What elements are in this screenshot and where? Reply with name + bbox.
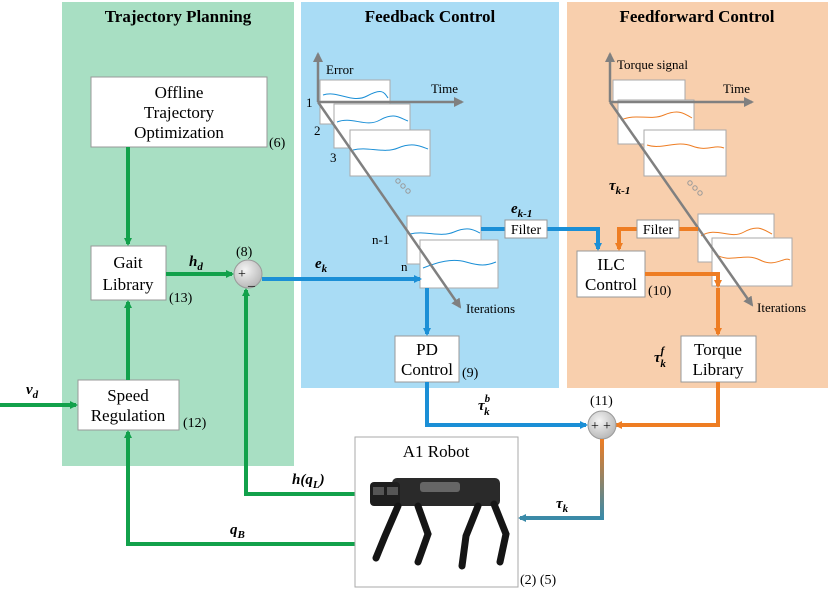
torque-iterations-label: Iterations [757, 300, 806, 315]
arrow-torque-lib-to-sum [614, 382, 720, 429]
offline-line-1: Offline [155, 83, 204, 102]
robot-dog-image [370, 478, 510, 570]
sum11-plus-1: + [591, 419, 599, 434]
pd-control-box [394, 335, 460, 383]
a1-robot-box [354, 436, 519, 588]
arrow-hqL-feedback [242, 288, 355, 496]
error-index-3: 3 [330, 150, 337, 165]
sum11-plus-2: + [603, 419, 611, 434]
pd-line-1: PD [416, 340, 438, 359]
arrow-qB-feedback [124, 430, 355, 546]
panel-title-feedback: Feedback Control [365, 7, 496, 26]
gait-line-2: Library [103, 275, 154, 294]
label-e-k-1: ek-1 [511, 201, 532, 220]
label-tau-k-1: τk-1 [609, 178, 630, 197]
label-tau-k: τk [556, 496, 569, 515]
gait-ref: (13) [169, 291, 193, 306]
error-index-2: 2 [314, 123, 321, 138]
label-h-d: hd [189, 254, 203, 273]
torque-lib-line-2: Library [693, 360, 744, 379]
arrow-ilc-to-stack [645, 272, 722, 288]
feedforward-control-panel [567, 2, 828, 388]
filter-feedforward-label: Filter [643, 223, 674, 238]
offline-trajectory-optimization-box [90, 76, 268, 148]
pd-ref: (9) [462, 366, 479, 381]
ilc-ref: (10) [648, 284, 672, 299]
error-index-n: n [401, 259, 408, 274]
offline-line-2: Trajectory [144, 103, 215, 122]
panel-title-feedforward: Feedforward Control [619, 7, 774, 26]
speed-regulation-box [77, 379, 180, 431]
feedback-control-panel [301, 2, 559, 388]
sum-junction-8 [233, 259, 263, 289]
label-h-qL: h(qL) [292, 472, 325, 491]
sum8-minus: _ [247, 274, 256, 289]
error-index-n1: n-1 [372, 232, 389, 247]
a1-robot-title: A1 Robot [403, 442, 470, 461]
torque-lib-line-1: Torque [694, 340, 742, 359]
speed-line-2: Regulation [91, 406, 166, 425]
filter-box-feedforward [636, 219, 680, 239]
error-time-label: Time [431, 81, 458, 96]
panel-title-trajectory: Trajectory Planning [105, 7, 252, 26]
label-e-k: ek [315, 256, 328, 275]
error-iteration-axis [316, 101, 462, 309]
sum8-plus: + [238, 267, 246, 282]
offline-ref: (6) [269, 136, 286, 151]
torque-library-box [680, 335, 757, 383]
torque-time-label: Time [723, 81, 750, 96]
error-axis-label: Error [326, 62, 354, 77]
arrow-tau-k-to-robot [522, 439, 604, 520]
torque-plot-stack [612, 79, 793, 287]
sum11-ref: (11) [590, 394, 613, 409]
filter-box-feedback [504, 219, 548, 239]
gait-library-box [90, 245, 167, 301]
error-index-1: 1 [306, 95, 313, 110]
ilc-control-box [576, 250, 646, 298]
label-q-B: qB [230, 522, 245, 541]
a1-robot-ref: (2) (5) [520, 573, 556, 588]
offline-line-3: Optimization [134, 123, 224, 142]
speed-ref: (12) [183, 416, 207, 431]
label-v-d: vd [26, 382, 39, 401]
error-iterations-label: Iterations [466, 301, 515, 316]
ilc-line-2: Control [585, 275, 637, 294]
gait-line-1: Gait [113, 253, 143, 272]
torque-iteration-axis [608, 101, 754, 307]
filter-feedback-label: Filter [511, 223, 542, 238]
sum8-ref: (8) [236, 245, 253, 260]
arrow-pd-to-sum [425, 382, 588, 429]
ilc-line-1: ILC [597, 255, 624, 274]
speed-line-1: Speed [107, 386, 149, 405]
torque-axis-label: Torque signal [617, 57, 688, 72]
pd-line-2: Control [401, 360, 453, 379]
